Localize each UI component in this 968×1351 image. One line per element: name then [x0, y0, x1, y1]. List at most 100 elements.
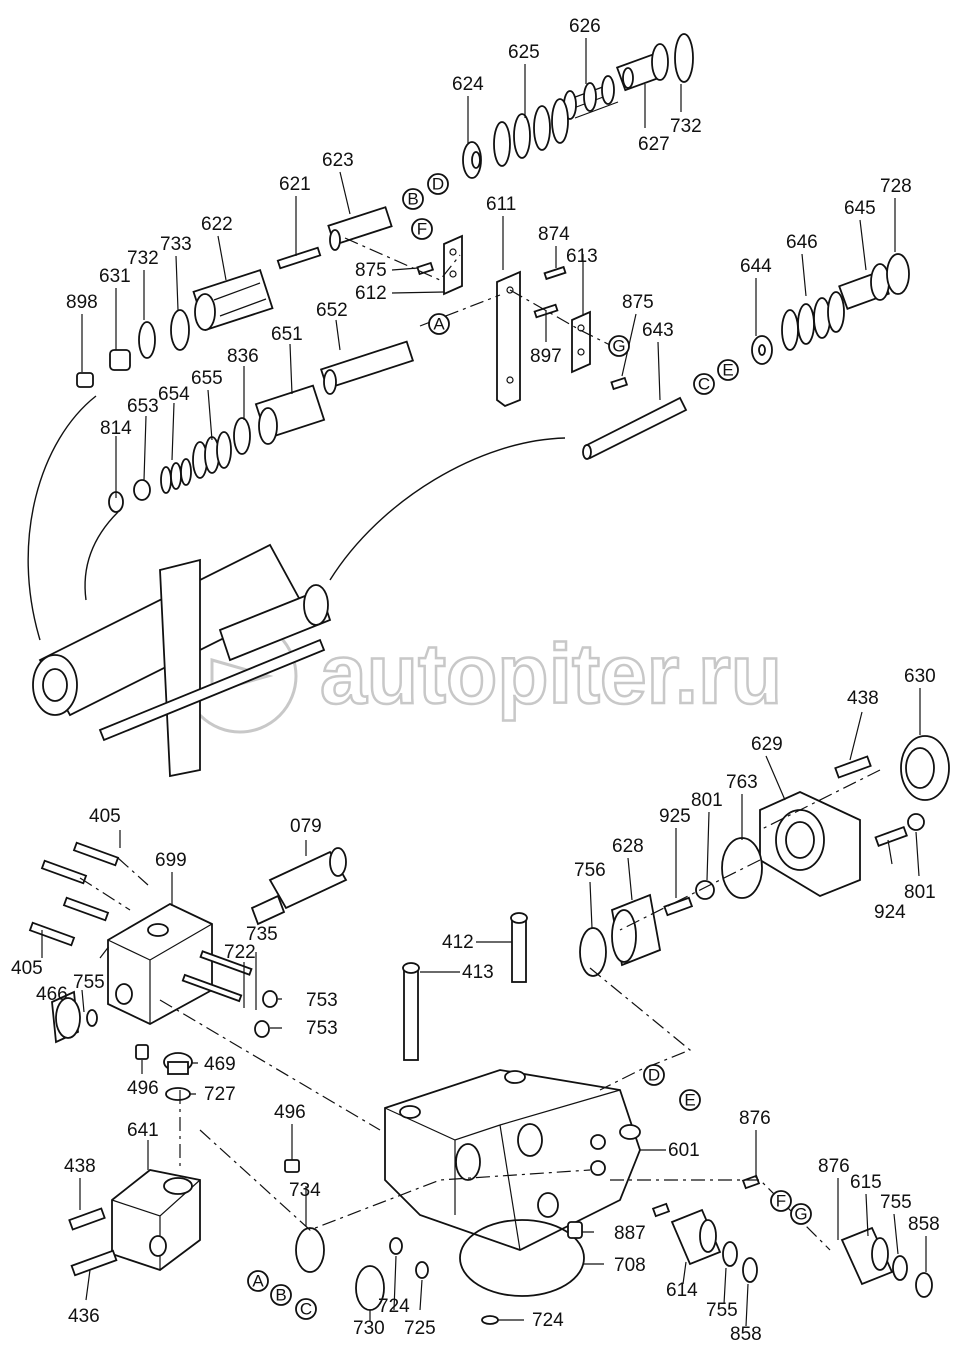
- label-412: 412: [442, 932, 474, 953]
- assembled-spool-view: [32, 543, 332, 778]
- svg-text:D: D: [432, 175, 444, 194]
- label-652: 652: [316, 300, 348, 321]
- label-814: 814: [100, 418, 132, 439]
- part-836-oring: [233, 417, 251, 455]
- label-725: 725: [404, 1318, 436, 1339]
- part-753-oring-a: [262, 990, 278, 1008]
- part-405-bolt-1: [72, 841, 120, 867]
- label-614: 614: [666, 1280, 698, 1301]
- curve-arrow-left: [27, 395, 97, 641]
- svg-text:F: F: [776, 1192, 786, 1211]
- label-734: 734: [289, 1180, 321, 1201]
- part-630-seal: [900, 735, 950, 801]
- part-651-sleeve: [254, 384, 326, 445]
- label-897: 897: [530, 346, 562, 367]
- svg-text:E: E: [722, 361, 733, 380]
- part-621-pin: [276, 246, 322, 270]
- part-629-cover: [759, 791, 861, 898]
- part-079-solenoid: [250, 847, 348, 926]
- part-753-oring-b: [254, 1020, 270, 1038]
- dash-line-3: [159, 999, 381, 1131]
- part-436-bolt: [70, 1249, 118, 1277]
- part-466-plug: [51, 990, 81, 1044]
- part-646-spring: [781, 291, 845, 351]
- label-801-a: 801: [691, 790, 723, 811]
- label-876-a: 876: [739, 1108, 771, 1129]
- label-733: 733: [160, 234, 192, 255]
- marker-D-bottom: D: [643, 1064, 665, 1086]
- label-641: 641: [127, 1120, 159, 1141]
- label-924: 924: [874, 902, 906, 923]
- part-625-spring: [493, 98, 569, 167]
- part-887-pin: [567, 1221, 583, 1239]
- curve-arrow-right: [329, 437, 566, 581]
- label-623: 623: [322, 150, 354, 171]
- part-644-washer: [751, 335, 773, 365]
- part-438-bolt-top: [834, 755, 872, 779]
- label-722: 722: [224, 942, 256, 963]
- connector-markers: B D F A G E C D E F G A B C: [247, 173, 812, 1320]
- part-611-lever: [496, 270, 521, 408]
- svg-text:B: B: [407, 190, 418, 209]
- part-708-gasket: [459, 1219, 585, 1297]
- svg-text:B: B: [275, 1286, 286, 1305]
- label-644: 644: [740, 256, 772, 277]
- label-755-a: 755: [73, 972, 105, 993]
- label-763: 763: [726, 772, 758, 793]
- marker-E-bottom: E: [679, 1089, 701, 1111]
- part-number-labels: 626 625 624 732 627 623 621 611 874 613 …: [11, 16, 940, 1345]
- label-627: 627: [638, 134, 670, 155]
- label-405-a: 405: [89, 806, 121, 827]
- part-858-ring-b: [742, 1257, 758, 1283]
- label-643: 643: [642, 320, 674, 341]
- label-613: 613: [566, 246, 598, 267]
- watermark: autopiter.ru: [182, 618, 783, 734]
- part-624-washer: [462, 141, 482, 179]
- part-412-bolt: [510, 912, 528, 983]
- label-624: 624: [452, 74, 484, 95]
- label-615: 615: [850, 1172, 882, 1193]
- part-898-pin: [76, 372, 94, 388]
- label-699: 699: [155, 850, 187, 871]
- part-641-valve: [111, 1169, 201, 1272]
- part-875-pin-a: [416, 261, 435, 276]
- label-625: 625: [508, 42, 540, 63]
- label-727: 727: [204, 1084, 236, 1105]
- label-438-bottom: 438: [64, 1156, 96, 1177]
- part-405-bolt-3: [62, 896, 110, 922]
- part-733-oring: [170, 309, 190, 351]
- marker-A-top: A: [428, 313, 450, 335]
- label-732-top: 732: [670, 116, 702, 137]
- label-621: 621: [279, 174, 311, 195]
- part-801-nut-b: [907, 813, 925, 831]
- label-755-b: 755: [880, 1192, 912, 1213]
- label-466: 466: [36, 984, 68, 1005]
- label-875-b: 875: [622, 292, 654, 313]
- part-755-oring-c: [722, 1241, 738, 1267]
- part-734-oring: [295, 1227, 325, 1273]
- part-601-main-body: [384, 1069, 641, 1251]
- svg-text:G: G: [612, 337, 625, 356]
- label-724-a: 724: [378, 1296, 410, 1317]
- part-699-block: [107, 902, 213, 1026]
- label-436: 436: [68, 1306, 100, 1327]
- label-898: 898: [66, 292, 98, 313]
- svg-text:G: G: [794, 1205, 807, 1224]
- label-874: 874: [538, 224, 570, 245]
- marker-F-bottom: F: [770, 1190, 792, 1212]
- part-732-oring-left: [138, 321, 156, 359]
- label-413: 413: [462, 962, 494, 983]
- label-496-a: 496: [127, 1078, 159, 1099]
- svg-text:A: A: [433, 315, 445, 334]
- part-413-bolt: [402, 962, 420, 1061]
- label-858-b: 858: [730, 1324, 762, 1345]
- part-626-spring: [563, 75, 619, 120]
- svg-text:A: A: [252, 1272, 264, 1291]
- part-876-pin-b: [651, 1202, 671, 1218]
- part-614-sleeve: [670, 1208, 722, 1266]
- label-755-c: 755: [706, 1300, 738, 1321]
- marker-C-bottom: C: [295, 1298, 317, 1320]
- part-724-oring-b: [481, 1315, 499, 1325]
- part-725-oring: [415, 1261, 429, 1279]
- part-763-oring: [721, 837, 763, 899]
